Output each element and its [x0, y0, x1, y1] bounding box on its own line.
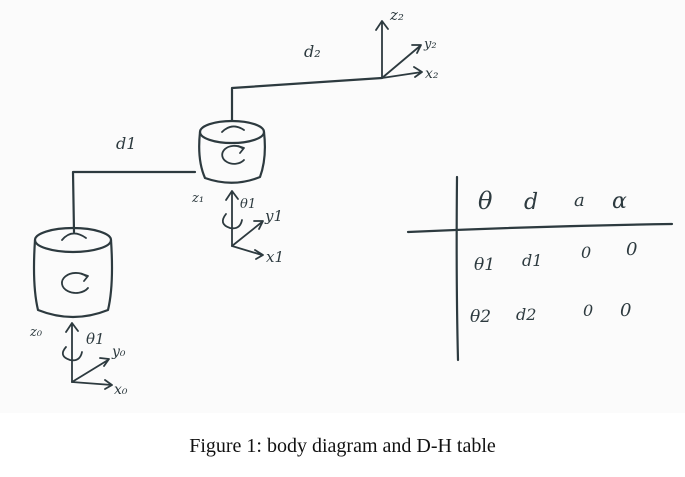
theta0-label: θ1	[86, 330, 105, 348]
dh-row2-theta: θ2	[470, 307, 491, 327]
y1-axis-arrow	[231, 220, 264, 247]
dh-row1-theta: θ1	[474, 255, 495, 275]
d1-link-label: d1	[116, 134, 136, 153]
dh-row2-a: 0	[583, 301, 593, 320]
joint-1-rotation-icon	[221, 144, 245, 165]
z0-label: z₀	[29, 325, 43, 340]
y1-label: y1	[264, 207, 283, 225]
dh-row1-alpha: 0	[626, 239, 637, 260]
y2-label: y₂	[423, 37, 437, 52]
figure-caption: Figure 1: body diagram and D-H table	[189, 435, 496, 457]
dh-row1-a: 0	[581, 243, 591, 262]
x0-label: x₀	[114, 382, 128, 398]
theta1-rotation-arrow	[221, 213, 243, 230]
theta1-label: θ1	[240, 197, 256, 212]
y2-axis-arrow	[381, 44, 422, 79]
z1-label: z₁	[191, 191, 204, 206]
y0-axis-arrow	[71, 357, 110, 383]
dh-row1-d: d1	[522, 251, 542, 270]
x0-axis-arrow	[71, 379, 113, 390]
d2-link-label: d₂	[304, 42, 321, 61]
end-frame-axes	[375, 20, 423, 79]
link-2	[230, 76, 384, 123]
x2-axis-arrow	[381, 66, 423, 79]
dh-header-d: d	[524, 190, 538, 215]
z2-axis-arrow	[375, 20, 389, 79]
y0-label: y₀	[111, 344, 126, 360]
dh-table: θ d a α θ1 d1 0 0 θ2 d2 0 0	[406, 175, 674, 362]
x2-label: x₂	[425, 66, 439, 82]
dh-table-horizontal-rule	[406, 222, 674, 234]
diagram-canvas: z₀ θ1 y₀ x₀ z₁ θ1 y1 x1 z₂ y₂ x₂ d1 d₂ θ…	[29, 6, 674, 398]
base-frame-axes	[61, 322, 113, 390]
dh-row2-d: d2	[516, 305, 536, 324]
dh-header-theta: θ	[478, 187, 493, 215]
joint-1-frame-axes	[221, 190, 264, 260]
z0-axis-arrow	[65, 322, 79, 383]
z1-axis-arrow	[225, 190, 239, 247]
x1-axis-arrow	[231, 245, 264, 260]
dh-table-vertical-rule	[455, 175, 460, 362]
theta0-rotation-arrow	[61, 346, 83, 362]
base-rotation-icon	[61, 272, 89, 294]
dh-row2-alpha: 0	[620, 300, 631, 321]
x1-label: x1	[266, 248, 284, 266]
body-diagram: z₀ θ1 y₀ x₀ z₁ θ1 y1 x1 z₂ y₂ x₂ d1 d₂ θ…	[29, 6, 674, 398]
dh-header-alpha: α	[612, 189, 627, 214]
joint-1-cylinder	[198, 119, 266, 184]
z2-label: z₂	[389, 6, 404, 24]
link-1	[71, 170, 197, 234]
dh-header-a: a	[574, 190, 585, 211]
